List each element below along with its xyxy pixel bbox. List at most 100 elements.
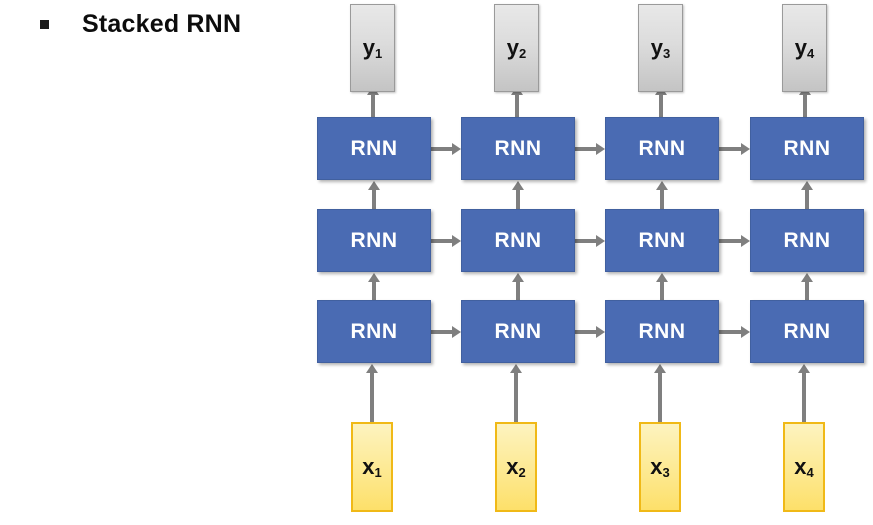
arrow-col3-layer1-to-layer2-shaft bbox=[660, 281, 664, 300]
arrow-layer3-to-output-1-shaft bbox=[370, 94, 375, 117]
rnn-cell-layer2-t2[interactable]: RNN bbox=[461, 209, 575, 272]
square-bullet-icon bbox=[40, 20, 49, 29]
arrow-recurrent-layer3-t3-to-t4-shaft bbox=[719, 146, 742, 151]
arrow-col1-layer1-to-layer2 bbox=[366, 273, 382, 300]
input-label-x4-subscript: 4 bbox=[806, 465, 814, 480]
arrow-recurrent-layer1-t3-to-t4-head bbox=[741, 325, 750, 338]
output-label-y2: y2 bbox=[506, 35, 527, 61]
arrow-col2-layer1-to-layer2 bbox=[510, 273, 526, 300]
arrow-recurrent-layer2-t1-to-t2 bbox=[431, 233, 461, 249]
rnn-cell-layer3-t1[interactable]: RNN bbox=[317, 117, 431, 180]
arrow-input-1-to-layer1-shaft bbox=[370, 372, 374, 422]
arrow-recurrent-layer3-t1-to-t2-head bbox=[452, 142, 461, 155]
arrow-recurrent-layer2-t1-to-t2-shaft bbox=[431, 238, 453, 243]
rnn-cell-layer2-t3[interactable]: RNN bbox=[605, 209, 719, 272]
rnn-cell-layer3-t2[interactable]: RNN bbox=[461, 117, 575, 180]
arrow-recurrent-layer1-t3-to-t4-shaft bbox=[719, 329, 742, 334]
arrow-input-1-to-layer1 bbox=[364, 364, 380, 422]
input-label-x2: x2 bbox=[506, 454, 526, 480]
input-box-x3: x3 bbox=[639, 422, 681, 512]
output-box-y3: y3 bbox=[638, 4, 683, 92]
rnn-cell-label-layer3-t3: RNN bbox=[638, 136, 686, 160]
rnn-cell-layer3-t3[interactable]: RNN bbox=[605, 117, 719, 180]
input-label-x3-subscript: 3 bbox=[662, 465, 670, 480]
arrow-recurrent-layer2-t3-to-t4-shaft bbox=[719, 238, 742, 243]
arrow-col2-layer1-to-layer2-head bbox=[512, 273, 524, 282]
arrow-col1-layer1-to-layer2-head bbox=[368, 273, 380, 282]
rnn-cell-layer1-t3[interactable]: RNN bbox=[605, 300, 719, 363]
arrow-input-4-to-layer1-shaft bbox=[802, 372, 806, 422]
arrow-recurrent-layer3-t2-to-t3-head bbox=[596, 142, 605, 155]
arrow-col2-layer2-to-layer3-head bbox=[512, 181, 524, 190]
arrow-col3-layer2-to-layer3-head bbox=[656, 181, 668, 190]
arrow-col4-layer1-to-layer2 bbox=[799, 273, 815, 300]
slide-title-row: Stacked RNN bbox=[40, 10, 241, 39]
arrow-recurrent-layer1-t2-to-t3 bbox=[575, 324, 605, 340]
arrow-col3-layer1-to-layer2 bbox=[654, 273, 670, 300]
arrow-recurrent-layer2-t3-to-t4-head bbox=[741, 234, 750, 247]
arrow-recurrent-layer1-t1-to-t2-shaft bbox=[431, 329, 453, 334]
arrow-recurrent-layer2-t1-to-t2-head bbox=[452, 234, 461, 247]
arrow-col2-layer2-to-layer3-shaft bbox=[516, 189, 520, 209]
arrow-recurrent-layer1-t2-to-t3-head bbox=[596, 325, 605, 338]
arrow-col4-layer1-to-layer2-shaft bbox=[805, 281, 809, 300]
rnn-cell-label-layer3-t2: RNN bbox=[494, 136, 542, 160]
output-box-y1: y1 bbox=[350, 4, 395, 92]
arrow-input-4-to-layer1 bbox=[796, 364, 812, 422]
rnn-cell-layer3-t4[interactable]: RNN bbox=[750, 117, 864, 180]
arrow-col1-layer2-to-layer3-shaft bbox=[372, 189, 376, 209]
output-label-y4: y4 bbox=[794, 35, 815, 61]
arrow-recurrent-layer2-t3-to-t4 bbox=[719, 233, 750, 249]
arrow-input-2-to-layer1 bbox=[508, 364, 524, 422]
arrow-layer3-to-output-2-shaft bbox=[514, 94, 519, 117]
output-label-y3: y3 bbox=[650, 35, 671, 61]
input-box-x4: x4 bbox=[783, 422, 825, 512]
arrow-input-4-to-layer1-head bbox=[798, 364, 810, 373]
arrow-col3-layer1-to-layer2-head bbox=[656, 273, 668, 282]
output-label-y2-subscript: 2 bbox=[519, 46, 527, 61]
arrow-recurrent-layer1-t1-to-t2-head bbox=[452, 325, 461, 338]
rnn-cell-label-layer2-t2: RNN bbox=[494, 228, 542, 252]
arrow-recurrent-layer3-t3-to-t4 bbox=[719, 141, 750, 157]
rnn-cell-layer1-t1[interactable]: RNN bbox=[317, 300, 431, 363]
arrow-col2-layer1-to-layer2-shaft bbox=[516, 281, 520, 300]
rnn-cell-label-layer2-t3: RNN bbox=[638, 228, 686, 252]
rnn-cell-layer2-t1[interactable]: RNN bbox=[317, 209, 431, 272]
arrow-recurrent-layer3-t3-to-t4-head bbox=[741, 142, 750, 155]
rnn-cell-label-layer1-t4: RNN bbox=[783, 319, 831, 343]
output-label-y4-subscript: 4 bbox=[807, 46, 815, 61]
input-label-x1-subscript: 1 bbox=[374, 465, 382, 480]
rnn-cell-label-layer1-t1: RNN bbox=[350, 319, 398, 343]
arrow-col4-layer2-to-layer3 bbox=[799, 181, 815, 209]
rnn-cell-layer1-t2[interactable]: RNN bbox=[461, 300, 575, 363]
arrow-col4-layer2-to-layer3-shaft bbox=[805, 189, 809, 209]
rnn-cell-label-layer3-t1: RNN bbox=[350, 136, 398, 160]
arrow-col1-layer2-to-layer3-head bbox=[368, 181, 380, 190]
arrow-col3-layer2-to-layer3 bbox=[654, 181, 670, 209]
output-label-y1-subscript: 1 bbox=[375, 46, 383, 61]
input-label-x4: x4 bbox=[794, 454, 814, 480]
output-label-y1: y1 bbox=[362, 35, 383, 61]
rnn-cell-label-layer1-t2: RNN bbox=[494, 319, 542, 343]
input-box-x2: x2 bbox=[495, 422, 537, 512]
arrow-input-3-to-layer1-head bbox=[654, 364, 666, 373]
arrow-recurrent-layer2-t2-to-t3 bbox=[575, 233, 605, 249]
rnn-cell-label-layer1-t3: RNN bbox=[638, 319, 686, 343]
arrow-input-2-to-layer1-head bbox=[510, 364, 522, 373]
arrow-layer3-to-output-4-shaft bbox=[802, 94, 807, 117]
rnn-cell-label-layer2-t4: RNN bbox=[783, 228, 831, 252]
rnn-cell-layer2-t4[interactable]: RNN bbox=[750, 209, 864, 272]
arrow-recurrent-layer3-t1-to-t2-shaft bbox=[431, 146, 453, 151]
arrow-recurrent-layer1-t1-to-t2 bbox=[431, 324, 461, 340]
output-box-y2: y2 bbox=[494, 4, 539, 92]
rnn-cell-layer1-t4[interactable]: RNN bbox=[750, 300, 864, 363]
page-title: Stacked RNN bbox=[82, 10, 242, 38]
arrow-layer3-to-output-3-shaft bbox=[658, 94, 663, 117]
input-label-x1: x1 bbox=[362, 454, 382, 480]
arrow-recurrent-layer3-t1-to-t2 bbox=[431, 141, 461, 157]
arrow-col4-layer1-to-layer2-head bbox=[801, 273, 813, 282]
output-label-y3-subscript: 3 bbox=[663, 46, 671, 61]
arrow-recurrent-layer1-t2-to-t3-shaft bbox=[575, 329, 597, 334]
arrow-input-3-to-layer1 bbox=[652, 364, 668, 422]
input-label-x2-subscript: 2 bbox=[518, 465, 526, 480]
